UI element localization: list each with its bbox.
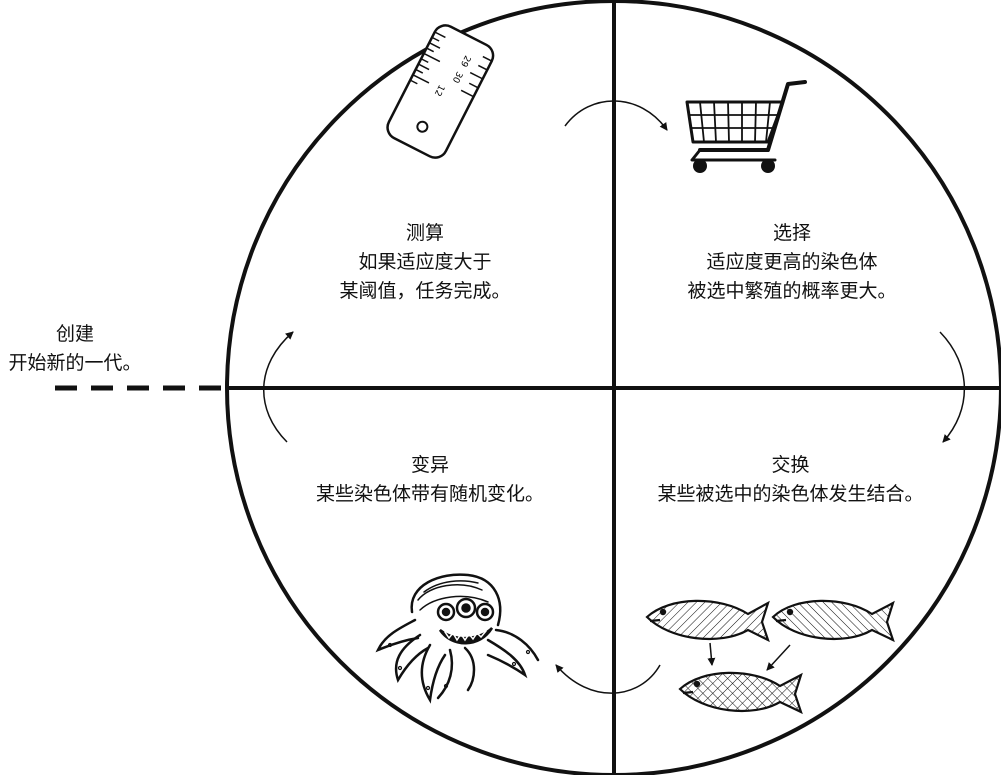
mutate-stage-label: 变异 某些染色体带有随机变化。 (290, 451, 570, 509)
crossover-title: 交换 (771, 454, 810, 476)
cycle-arrow-icon (564, 100, 668, 131)
create-title: 创建 (55, 323, 94, 345)
inherit-arrow-icon (707, 642, 716, 666)
ruler-mark: 30 (450, 70, 464, 85)
ruler-icon: 29 30 12 (386, 24, 495, 159)
crossover-stage-label: 交换 某些被选中的染色体发生结合。 (618, 451, 963, 509)
create-stage-label: 创建 开始新的一代。 (0, 320, 150, 378)
select-title: 选择 (772, 222, 811, 244)
cycle-arrow-icon (939, 331, 966, 443)
shopping-cart-icon (685, 80, 807, 173)
cycle-arrow-icon (263, 331, 294, 443)
fish-icon (645, 599, 770, 643)
ruler-mark: 29 (458, 53, 472, 68)
measure-line-2: 某阈值，任务完成。 (339, 280, 511, 302)
mutate-title: 变异 (410, 454, 449, 476)
inherit-arrow-icon (766, 644, 791, 671)
crossover-line-1: 某些被选中的染色体发生结合。 (657, 483, 924, 505)
fish-icon (771, 599, 895, 643)
measure-line-1: 如果适应度大于 (358, 251, 492, 273)
cycle-arrow-icon (555, 664, 661, 694)
select-line-2: 被选中繁殖的概率更大。 (687, 280, 897, 302)
ruler-mark: 12 (432, 83, 446, 98)
select-line-1: 适应度更高的染色体 (706, 251, 878, 273)
fish-icon (678, 671, 803, 715)
measure-title: 测算 (405, 222, 444, 244)
select-stage-label: 选择 适应度更高的染色体 被选中繁殖的概率更大。 (662, 219, 922, 306)
create-line-2: 开始新的一代。 (8, 352, 142, 374)
mutate-line-1: 某些染色体带有随机变化。 (315, 483, 544, 505)
octopus-icon (375, 573, 540, 704)
measure-stage-label: 测算 如果适应度大于 某阈值，任务完成。 (300, 219, 550, 306)
